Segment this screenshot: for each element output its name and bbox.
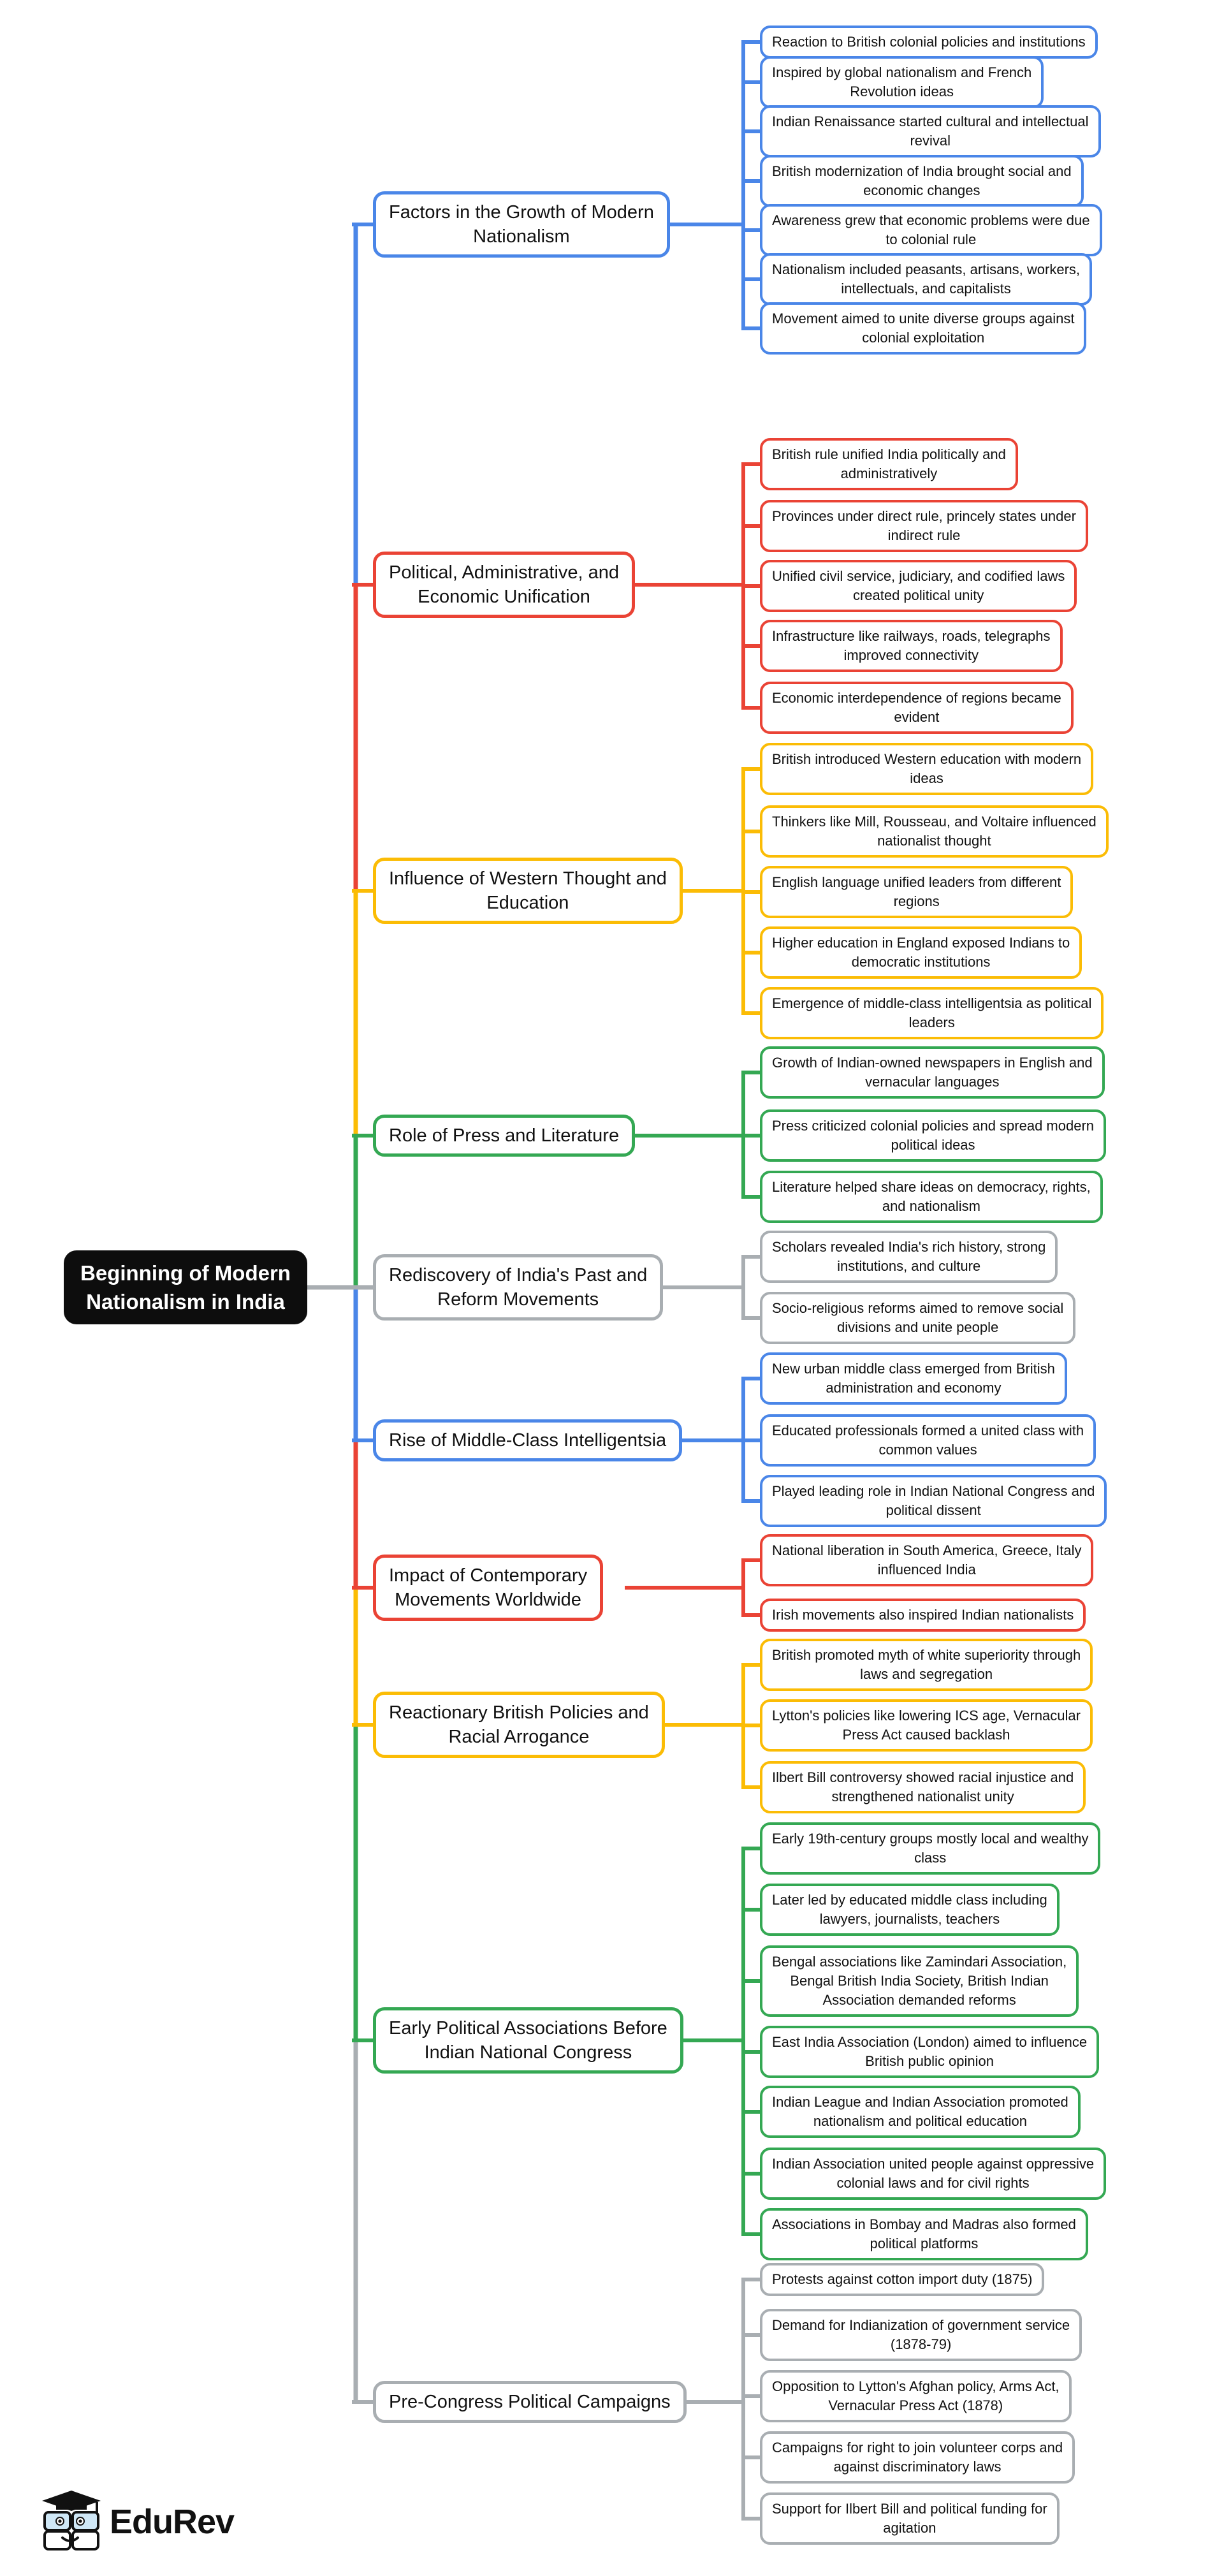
leaf-node: Thinkers like Mill, Rousseau, and Voltai… bbox=[760, 805, 1109, 858]
branch-label-factors-growth: Factors in the Growth of Modern National… bbox=[373, 191, 670, 258]
edurev-wordmark: EduRev bbox=[110, 2502, 235, 2541]
edurev-mascot-icon bbox=[41, 2487, 102, 2556]
leaf-node: Infrastructure like railways, roads, tel… bbox=[760, 620, 1063, 672]
leaf-node: Literature helped share ideas on democra… bbox=[760, 1171, 1103, 1223]
leaf-node: Later led by educated middle class inclu… bbox=[760, 1884, 1060, 1936]
leaf-node: British rule unified India politically a… bbox=[760, 438, 1018, 490]
leaf-node: Ilbert Bill controversy showed racial in… bbox=[760, 1761, 1086, 1813]
branch-label-press-literature: Role of Press and Literature bbox=[373, 1115, 636, 1157]
root-node: Beginning of Modern Nationalism in India bbox=[64, 1250, 307, 1324]
leaf-node: Awareness grew that economic problems we… bbox=[760, 204, 1102, 256]
branch-label-rediscovery-past: Rediscovery of India's Past and Reform M… bbox=[373, 1254, 664, 1321]
leaf-node: Protests against cotton import duty (187… bbox=[760, 2263, 1045, 2296]
leaf-node: Early 19th-century groups mostly local a… bbox=[760, 1822, 1101, 1875]
leaf-node: Movement aimed to unite diverse groups a… bbox=[760, 302, 1087, 355]
leaf-node: Irish movements also inspired Indian nat… bbox=[760, 1599, 1086, 1632]
leaf-node: British promoted myth of white superiori… bbox=[760, 1639, 1093, 1691]
leaf-node: New urban middle class emerged from Brit… bbox=[760, 1352, 1067, 1405]
leaf-node: Lytton's policies like lowering ICS age,… bbox=[760, 1699, 1093, 1752]
leaf-node: Indian League and Indian Association pro… bbox=[760, 2086, 1081, 2138]
branch-label-middle-class: Rise of Middle-Class Intelligentsia bbox=[373, 1419, 683, 1461]
leaf-node: Press criticized colonial policies and s… bbox=[760, 1109, 1107, 1162]
branch-label-reactionary-policies: Reactionary British Policies and Racial … bbox=[373, 1692, 665, 1758]
leaf-node: Inspired by global nationalism and Frenc… bbox=[760, 56, 1044, 108]
branch-label-contemporary-movements: Impact of Contemporary Movements Worldwi… bbox=[373, 1555, 604, 1621]
leaf-node: Opposition to Lytton's Afghan policy, Ar… bbox=[760, 2370, 1072, 2422]
leaf-node: Unified civil service, judiciary, and co… bbox=[760, 560, 1077, 612]
leaf-node: Bengal associations like Zamindari Assoc… bbox=[760, 1945, 1079, 2017]
leaf-node: Higher education in England exposed Indi… bbox=[760, 926, 1082, 979]
leaf-node: National liberation in South America, Gr… bbox=[760, 1534, 1094, 1586]
leaf-node: Associations in Bombay and Madras also f… bbox=[760, 2208, 1088, 2260]
branch-label-political-unification: Political, Administrative, and Economic … bbox=[373, 552, 636, 618]
leaf-node: Demand for Indianization of government s… bbox=[760, 2309, 1082, 2361]
branch-label-precongress-campaigns: Pre-Congress Political Campaigns bbox=[373, 2381, 687, 2423]
leaf-node: Indian Renaissance started cultural and … bbox=[760, 105, 1101, 157]
leaf-node: Indian Association united people against… bbox=[760, 2148, 1107, 2200]
edurev-logo: EduRev bbox=[41, 2487, 235, 2556]
leaf-node: Educated professionals formed a united c… bbox=[760, 1414, 1096, 1467]
leaf-node: Emergence of middle-class intelligentsia… bbox=[760, 987, 1104, 1039]
leaf-node: Growth of Indian-owned newspapers in Eng… bbox=[760, 1046, 1105, 1099]
leaf-node: Played leading role in Indian National C… bbox=[760, 1475, 1107, 1527]
leaf-node: British introduced Western education wit… bbox=[760, 743, 1094, 795]
leaf-node: Support for Ilbert Bill and political fu… bbox=[760, 2492, 1060, 2545]
leaf-node: Reaction to British colonial policies an… bbox=[760, 26, 1098, 59]
leaf-node: Socio-religious reforms aimed to remove … bbox=[760, 1292, 1076, 1344]
leaf-node: English language unified leaders from di… bbox=[760, 866, 1074, 918]
leaf-node: Economic interdependence of regions beca… bbox=[760, 682, 1074, 734]
leaf-node: Scholars revealed India's rich history, … bbox=[760, 1231, 1058, 1283]
branch-label-early-associations: Early Political Associations Before Indi… bbox=[373, 2007, 683, 2074]
leaf-node: British modernization of India brought s… bbox=[760, 155, 1084, 207]
branch-label-western-thought: Influence of Western Thought and Educati… bbox=[373, 858, 683, 924]
leaf-node: Provinces under direct rule, princely st… bbox=[760, 500, 1088, 552]
leaf-node: Nationalism included peasants, artisans,… bbox=[760, 253, 1093, 305]
leaf-node: Campaigns for right to join volunteer co… bbox=[760, 2431, 1075, 2484]
leaf-node: East India Association (London) aimed to… bbox=[760, 2026, 1100, 2078]
